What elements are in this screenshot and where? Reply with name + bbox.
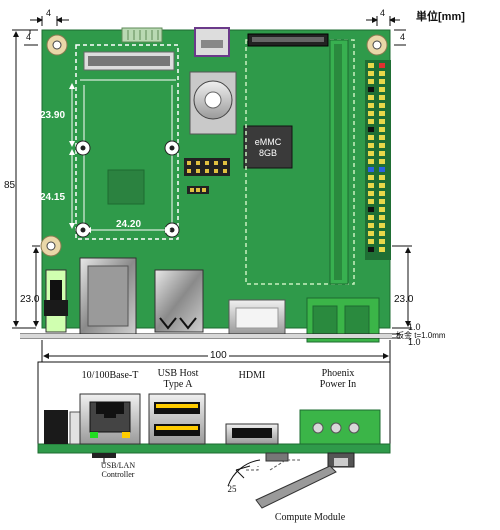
dim-sodimm-width: 24.20 bbox=[116, 219, 142, 230]
dim-height-lower-right: 23.0 bbox=[394, 294, 414, 305]
header-2x5 bbox=[184, 158, 230, 176]
usb-lan-label-2: Controller bbox=[101, 470, 135, 479]
gpio-pin bbox=[368, 111, 374, 116]
usb-lan-label-1: USB/LAN bbox=[100, 461, 136, 470]
dim-height-lower-left: 23.0 bbox=[20, 294, 40, 305]
gpio-pin bbox=[368, 231, 374, 236]
gpio-pin bbox=[379, 191, 385, 196]
gpio-pin bbox=[368, 167, 374, 172]
gpio-pin bbox=[368, 119, 374, 124]
gpio-pin bbox=[379, 63, 385, 68]
gpio-pin bbox=[379, 87, 385, 92]
dim-width-total: 100 bbox=[208, 350, 229, 361]
dim-top-right-x: 4 bbox=[380, 8, 386, 18]
gpio-pin bbox=[379, 231, 385, 236]
gpio-pin bbox=[368, 87, 374, 92]
dim-sodimm-top: 23.90 bbox=[40, 110, 66, 121]
gpio-pin bbox=[368, 95, 374, 100]
compute-module-area bbox=[245, 39, 355, 285]
gpio-pin bbox=[368, 183, 374, 188]
power-label-1: Phoenix bbox=[321, 368, 355, 379]
dim-top-left-y: 4 bbox=[26, 32, 32, 42]
audio-jack-side bbox=[44, 410, 68, 444]
dim-height-total: 85 bbox=[4, 180, 16, 191]
gpio-pin bbox=[379, 159, 385, 164]
mount-hole-tl bbox=[46, 34, 68, 56]
gpio-pin bbox=[368, 223, 374, 228]
usb-side bbox=[148, 393, 206, 445]
gpio-pin bbox=[379, 143, 385, 148]
gpio-pin bbox=[379, 111, 385, 116]
gpio-pin bbox=[379, 135, 385, 140]
gpio-pin bbox=[379, 79, 385, 84]
dim-gap-1: 1.0 bbox=[408, 322, 421, 332]
module-angle-label: 25 bbox=[227, 484, 237, 494]
gpio-pin bbox=[368, 239, 374, 244]
emmc-label-1: eMMC bbox=[254, 137, 282, 147]
gpio-pin bbox=[379, 207, 385, 212]
gpio-pin bbox=[368, 135, 374, 140]
micro-usb-connector bbox=[194, 27, 230, 57]
gpio-pin bbox=[368, 191, 374, 196]
gpio-pin bbox=[379, 215, 385, 220]
gpio-pin bbox=[379, 103, 385, 108]
gpio-pin bbox=[368, 175, 374, 180]
gpio-pin bbox=[368, 247, 374, 252]
ethernet-label: 10/100Base-T bbox=[81, 370, 139, 381]
dim-sodimm-mid: 24.15 bbox=[40, 192, 66, 203]
unit-label: 単位[mm] bbox=[416, 11, 465, 23]
compute-module-label: Compute Module bbox=[274, 512, 346, 523]
gpio-pin bbox=[379, 183, 385, 188]
gpio-pin bbox=[368, 127, 374, 132]
dim-board-thickness: 板金 t=1.0mm bbox=[396, 331, 446, 340]
mount-hole-bl bbox=[40, 235, 62, 257]
gpio-pin bbox=[379, 199, 385, 204]
gpio-pin bbox=[379, 167, 385, 172]
dim-top-right-y: 4 bbox=[400, 32, 406, 42]
gpio-pin bbox=[368, 79, 374, 84]
gpio-pin bbox=[368, 151, 374, 156]
pcb-side bbox=[37, 443, 391, 454]
emmc-chip bbox=[243, 125, 293, 169]
gpio-pin bbox=[368, 199, 374, 204]
gpio-pin bbox=[379, 175, 385, 180]
gpio-pin bbox=[368, 215, 374, 220]
gpio-pin bbox=[379, 127, 385, 132]
dim-gap-2: 1.0 bbox=[408, 337, 421, 347]
usb-lan-controller bbox=[92, 453, 116, 458]
gpio-pin bbox=[379, 151, 385, 156]
gpio-pin bbox=[379, 95, 385, 100]
gpio-pin bbox=[368, 103, 374, 108]
hdmi-label: HDMI bbox=[238, 370, 266, 381]
gpio-pin bbox=[379, 223, 385, 228]
sodimm-socket bbox=[75, 44, 179, 240]
gpio-pin bbox=[368, 207, 374, 212]
gpio-pin bbox=[379, 247, 385, 252]
dim-top-left-x: 4 bbox=[46, 8, 52, 18]
gpio-pin bbox=[368, 71, 374, 76]
power-label-2: Power In bbox=[319, 379, 357, 390]
usb-label-1: USB Host bbox=[157, 368, 199, 379]
mount-hole-tr bbox=[366, 34, 388, 56]
gpio-pin bbox=[368, 159, 374, 164]
gpio-pin bbox=[379, 239, 385, 244]
gpio-pin bbox=[368, 63, 374, 68]
gpio-pin bbox=[379, 119, 385, 124]
gpio-pin bbox=[368, 143, 374, 148]
emmc-label-2: 8GB bbox=[258, 148, 277, 158]
gpio-pin bbox=[379, 71, 385, 76]
usb-top bbox=[154, 269, 204, 333]
usb-label-2: Type A bbox=[163, 379, 193, 390]
compute-module-side bbox=[255, 465, 337, 509]
